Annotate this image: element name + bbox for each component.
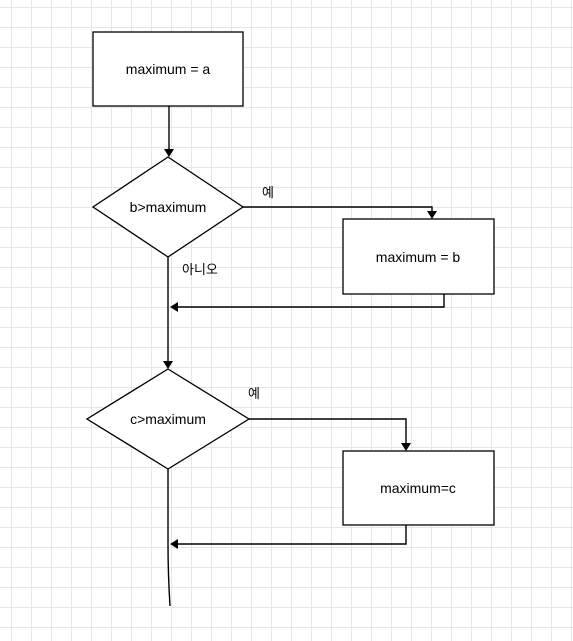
process-label-assign-c: maximum=c: [380, 480, 456, 496]
decision-diamond-c[interactable]: c>maximum: [85, 368, 251, 470]
decision-label-c: c>maximum: [130, 411, 206, 427]
decision-diamond-b[interactable]: b>maximum: [91, 156, 245, 258]
edge-label-b-yes: 예: [262, 186, 274, 201]
edge-assign-b-return: [170, 294, 445, 312]
edge-label-b-no: 아니오: [182, 263, 218, 278]
edge-decision-b-yes: [243, 206, 437, 219]
decision-label-b: b>maximum: [130, 199, 207, 215]
edge-decision-b-no: [163, 257, 173, 369]
edge-assign-c-return: [170, 525, 407, 549]
edge-decision-c-no: [167, 469, 171, 607]
process-box-init[interactable]: maximum = a: [92, 31, 244, 107]
process-label-init: maximum = a: [126, 61, 211, 77]
process-label-assign-b: maximum = b: [376, 249, 461, 265]
edge-decision-c-yes: [249, 418, 411, 451]
process-box-assign-b[interactable]: maximum = b: [342, 218, 495, 295]
process-box-assign-c[interactable]: maximum=c: [342, 450, 495, 526]
edge-label-c-yes: 예: [248, 387, 260, 402]
edge-init-to-decision-b: [164, 106, 174, 157]
